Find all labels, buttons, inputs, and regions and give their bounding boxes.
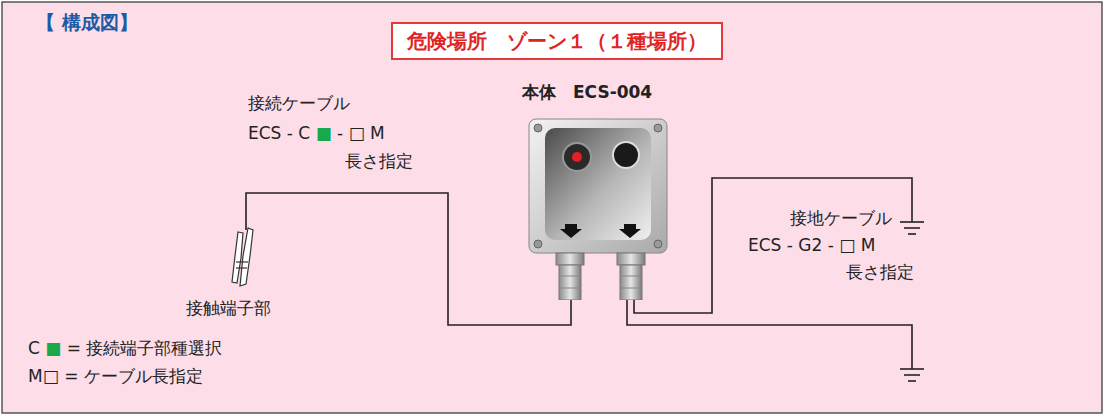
ground-wire: [634, 178, 912, 313]
zone-title: 危険場所 ゾーン１（１種場所）: [407, 29, 707, 53]
cable-connector: [246, 193, 571, 325]
legend-note: C ■ = 接続端子部種選択: [28, 338, 222, 358]
green-square: ■: [45, 338, 61, 358]
model-code: ECS - G2 - □ M: [748, 235, 875, 255]
contact-clip: 接触端子部: [226, 226, 262, 288]
background-panel: [2, 2, 1102, 413]
ground-symbol: [900, 222, 924, 234]
ground-wire: [627, 300, 912, 369]
diagram-title: 【 構成図】: [36, 11, 138, 34]
ground-symbol: [900, 369, 924, 381]
clip-illustration: [226, 226, 262, 288]
cable-name: 接地ケーブル: [790, 208, 892, 228]
length-note: 長さ指定: [846, 262, 914, 282]
device-body: 本体 ECS-004: [528, 118, 668, 300]
device-illustration: [528, 118, 668, 300]
length-note: 長さ指定: [345, 151, 413, 171]
clip-label: 接触端子部: [186, 298, 271, 318]
model-code: ECS - C ■ - □ M: [248, 123, 385, 143]
cable-name: 接続ケーブル: [248, 93, 350, 113]
legend-note: M□ = ケーブル長指定: [28, 366, 203, 386]
green-square: ■: [316, 123, 332, 143]
device-name: 本体 ECS-004: [522, 82, 652, 102]
zone-box: 危険場所 ゾーン１（１種場所）: [391, 22, 723, 60]
